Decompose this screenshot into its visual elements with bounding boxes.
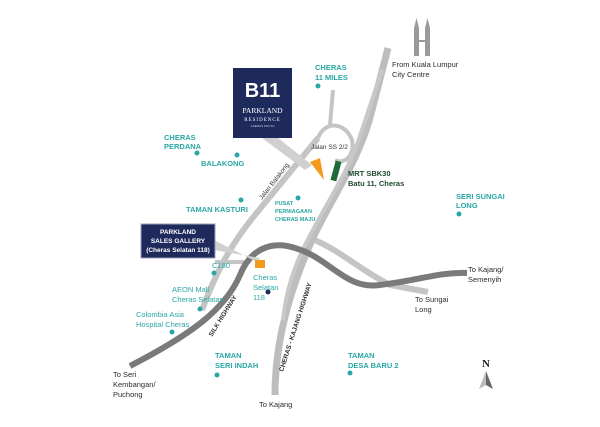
b11-project-logo[interactable]: B11 PARKLAND RESIDENCE CHERAS SOUTH	[233, 68, 292, 138]
b11-site-marker[interactable]	[310, 158, 324, 180]
road-silk-highway	[128, 242, 468, 369]
label-taman-kasturi: TAMAN KASTURI	[186, 205, 248, 214]
kl-towers-icon	[414, 18, 430, 56]
north-arrow-icon: N	[479, 358, 493, 389]
svg-text:SALES GALLERY: SALES GALLERY	[151, 238, 206, 245]
sales-gallery-marker[interactable]	[255, 260, 265, 268]
mrt-station-marker[interactable]	[330, 160, 342, 182]
svg-text:CHERAS SOUTH: CHERAS SOUTH	[251, 124, 275, 128]
road-cheras-kajang-highway-2	[281, 69, 384, 321]
pointer-gallery	[214, 240, 260, 262]
label-c180: C180	[212, 261, 230, 270]
label-jalan-ss: Jalan SS 2/2	[311, 144, 348, 151]
road-north-spur	[328, 89, 335, 126]
svg-text:PARKLAND: PARKLAND	[242, 106, 283, 115]
svg-text:B11: B11	[245, 80, 281, 102]
pointer-b11	[262, 138, 312, 170]
road-cheras-kajang-highway	[271, 47, 392, 396]
svg-text:N: N	[482, 358, 490, 370]
road-junction-loop	[316, 123, 355, 164]
label-to-kajang-semenyih: To Kajang/Semenyih	[468, 265, 504, 284]
svg-text:RESIDENCE: RESIDENCE	[244, 118, 281, 123]
label-balakong: BALAKONG	[201, 159, 244, 168]
roads	[128, 47, 468, 396]
place-dots	[169, 83, 462, 378]
svg-text:PARKLAND: PARKLAND	[160, 229, 196, 236]
sales-gallery-label[interactable]: PARKLAND SALES GALLERY (Cheras Selatan 1…	[140, 223, 216, 259]
label-to-kajang: To Kajang	[259, 400, 292, 409]
svg-text:(Cheras Selatan 118): (Cheras Selatan 118)	[146, 247, 210, 254]
